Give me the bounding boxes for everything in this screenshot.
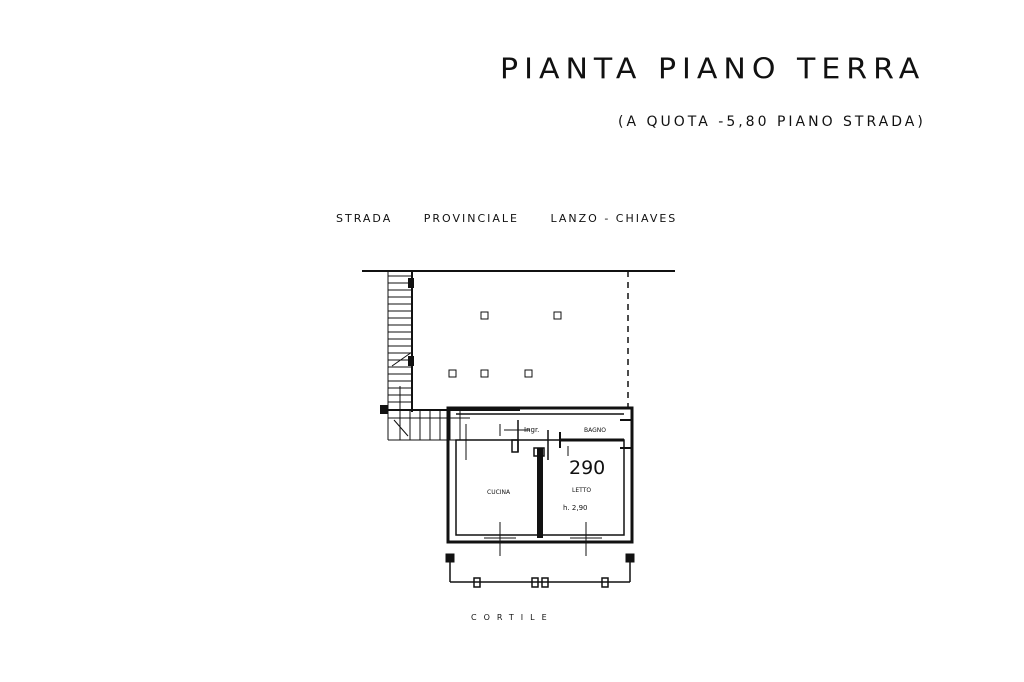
room-label-cucina: CUCINA [487,489,511,496]
room-height-letto: h. 2,90 [563,504,587,512]
road-label-part2: PROVINCIALE [423,212,520,225]
drawing-subtitle: (A QUOTA -5,80 PIANO STRADA) [618,114,926,130]
room-label-bagno: BAGNO [584,427,606,434]
road-label: STRADA PROVINCIALE LANZO - CHIAVES [336,212,703,225]
drawing-title: PIANTA PIANO TERRA [500,52,926,87]
house-walls [446,406,634,556]
room-label-ingresso: Ingr. [524,426,539,434]
courtyard-fence [445,553,635,588]
room-label-letto: LETTO [572,487,591,494]
terrace-column-marks [448,311,562,378]
height-mark: 290 [569,457,605,479]
courtyard-label: CORTILE [471,613,554,622]
road-label-part1: STRADA [336,212,393,225]
road-label-part3: LANZO - CHIAVES [550,212,678,225]
